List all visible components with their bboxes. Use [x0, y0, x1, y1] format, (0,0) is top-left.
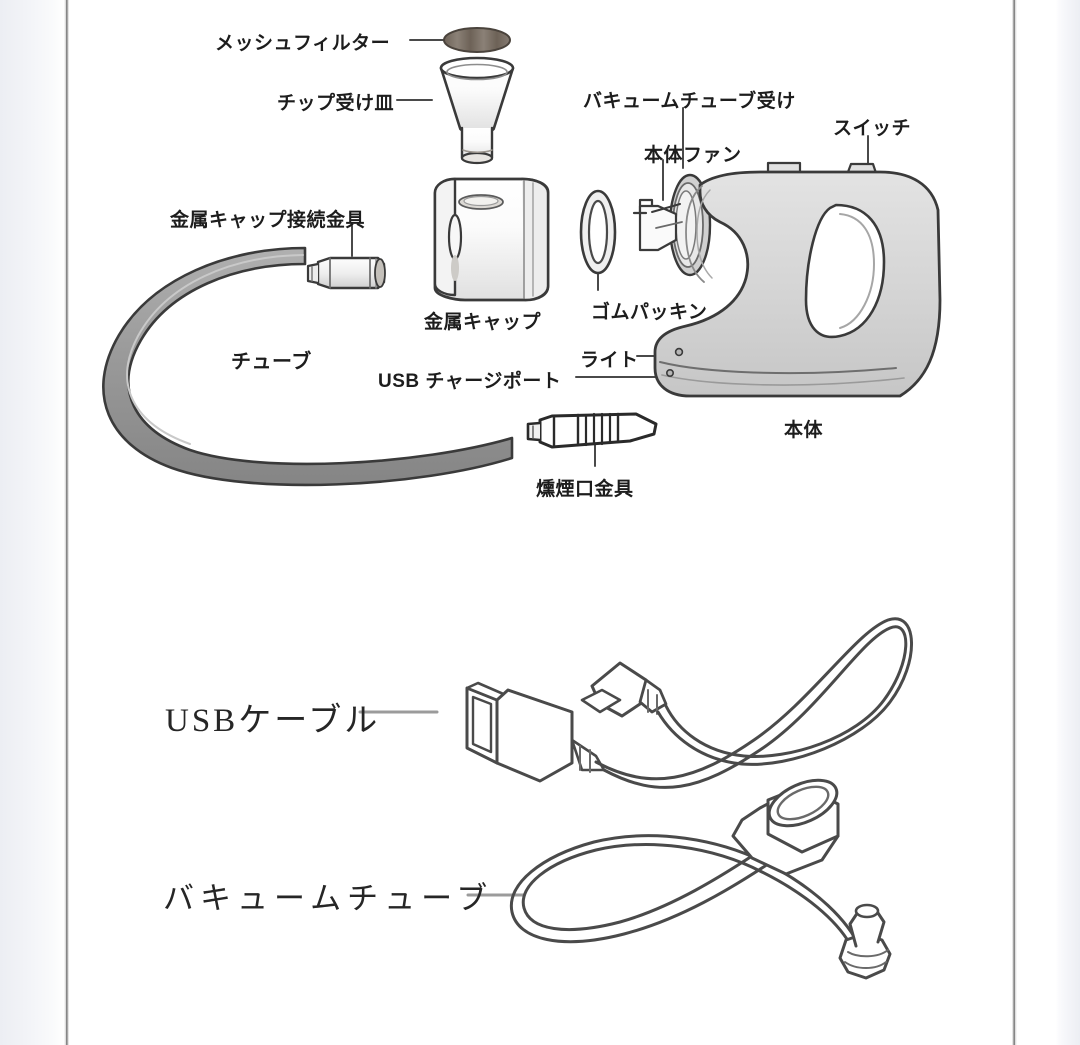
mesh-filter-part — [443, 27, 511, 53]
page-spine-left — [64, 0, 69, 1045]
label-smoke-nozzle-fitting: 燻煙口金具 — [536, 479, 634, 500]
page-gutter-right — [1056, 0, 1080, 1045]
label-tube: チューブ — [231, 351, 312, 373]
body-part — [653, 161, 942, 398]
tube-part — [102, 246, 514, 487]
label-metal-cap-fitting: 金属キャップ接続金具 — [170, 210, 366, 231]
label-usb-cable: USBケーブル — [165, 703, 381, 739]
label-mesh-filter: メッシュフィルター — [215, 33, 391, 54]
vacuum-tube-part — [509, 778, 892, 980]
rubber-gasket-part — [579, 189, 617, 275]
label-vacuum-tube-port: バキュームチューブ受け — [583, 91, 796, 112]
label-body-fan: 本体ファン — [644, 145, 742, 166]
metal-cap-part — [433, 177, 550, 302]
body-fan-part — [632, 173, 712, 277]
usb-cable-part — [465, 617, 913, 789]
label-usb-charge-port: USB チャージポート — [378, 371, 562, 392]
page-gutter-left — [0, 0, 64, 1045]
smoke-nozzle-fitting-part — [526, 412, 658, 449]
label-switch: スイッチ — [833, 118, 912, 139]
label-metal-cap: 金属キャップ — [424, 312, 542, 333]
page-spine-right — [1012, 0, 1017, 1045]
label-chip-tray: チップ受け皿 — [277, 93, 395, 114]
label-body: 本体 — [784, 420, 824, 441]
label-rubber-gasket: ゴムパッキン — [591, 302, 708, 323]
chip-tray-part — [439, 56, 515, 165]
metal-cap-fitting-part — [306, 256, 386, 290]
label-vacuum-tube: バキュームチューブ — [163, 881, 494, 916]
label-light: ライト — [580, 350, 639, 371]
